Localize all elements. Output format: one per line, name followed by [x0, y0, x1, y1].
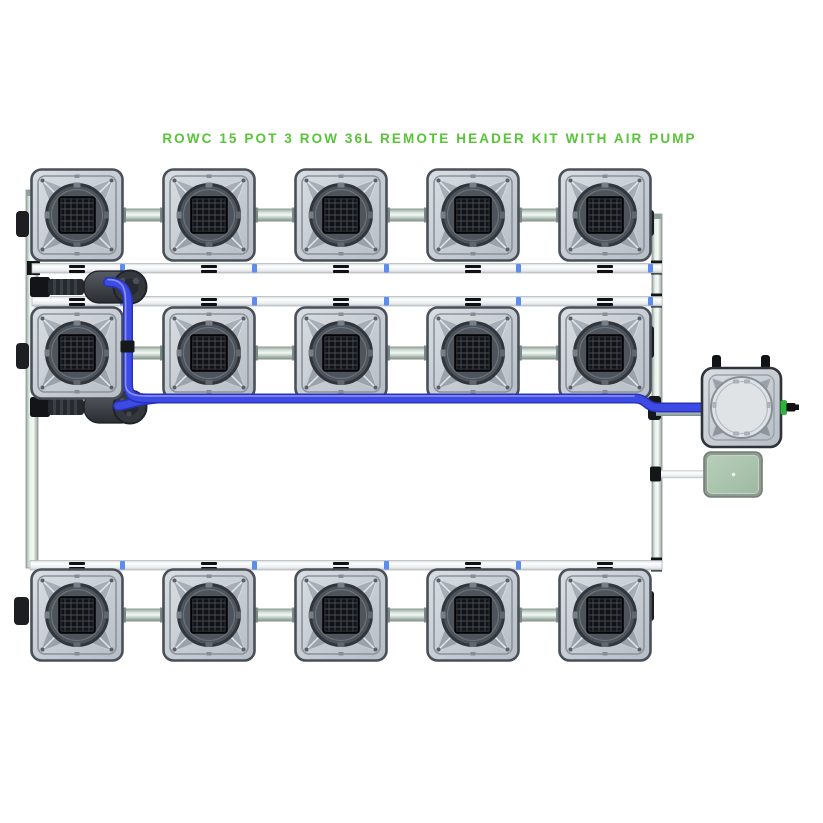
pot: [30, 168, 124, 262]
pot: [558, 306, 652, 400]
pot: [30, 568, 124, 662]
pot: [294, 306, 388, 400]
product-title: ROWC 15 POT 3 ROW 36L REMOTE HEADER KIT …: [162, 131, 697, 146]
header-green-fitting: [780, 400, 799, 415]
air-pump: [703, 451, 763, 498]
feed-line-tee: [120, 340, 135, 353]
pot: [162, 306, 256, 400]
pot: [426, 306, 520, 400]
air-line: [650, 466, 705, 482]
pot: [426, 168, 520, 262]
pot: [426, 568, 520, 662]
blue-feed-line: [103, 277, 712, 413]
pot: [558, 168, 652, 262]
pot: [162, 568, 256, 662]
pot: [294, 168, 388, 262]
pot: [558, 568, 652, 662]
return-manifold-row-2: [31, 296, 663, 307]
pot: [294, 568, 388, 662]
pot: [30, 306, 124, 400]
air-pump-led: [731, 472, 736, 477]
remote-header: [700, 355, 799, 449]
return-manifold-row-1: [31, 263, 663, 274]
pot: [162, 168, 256, 262]
